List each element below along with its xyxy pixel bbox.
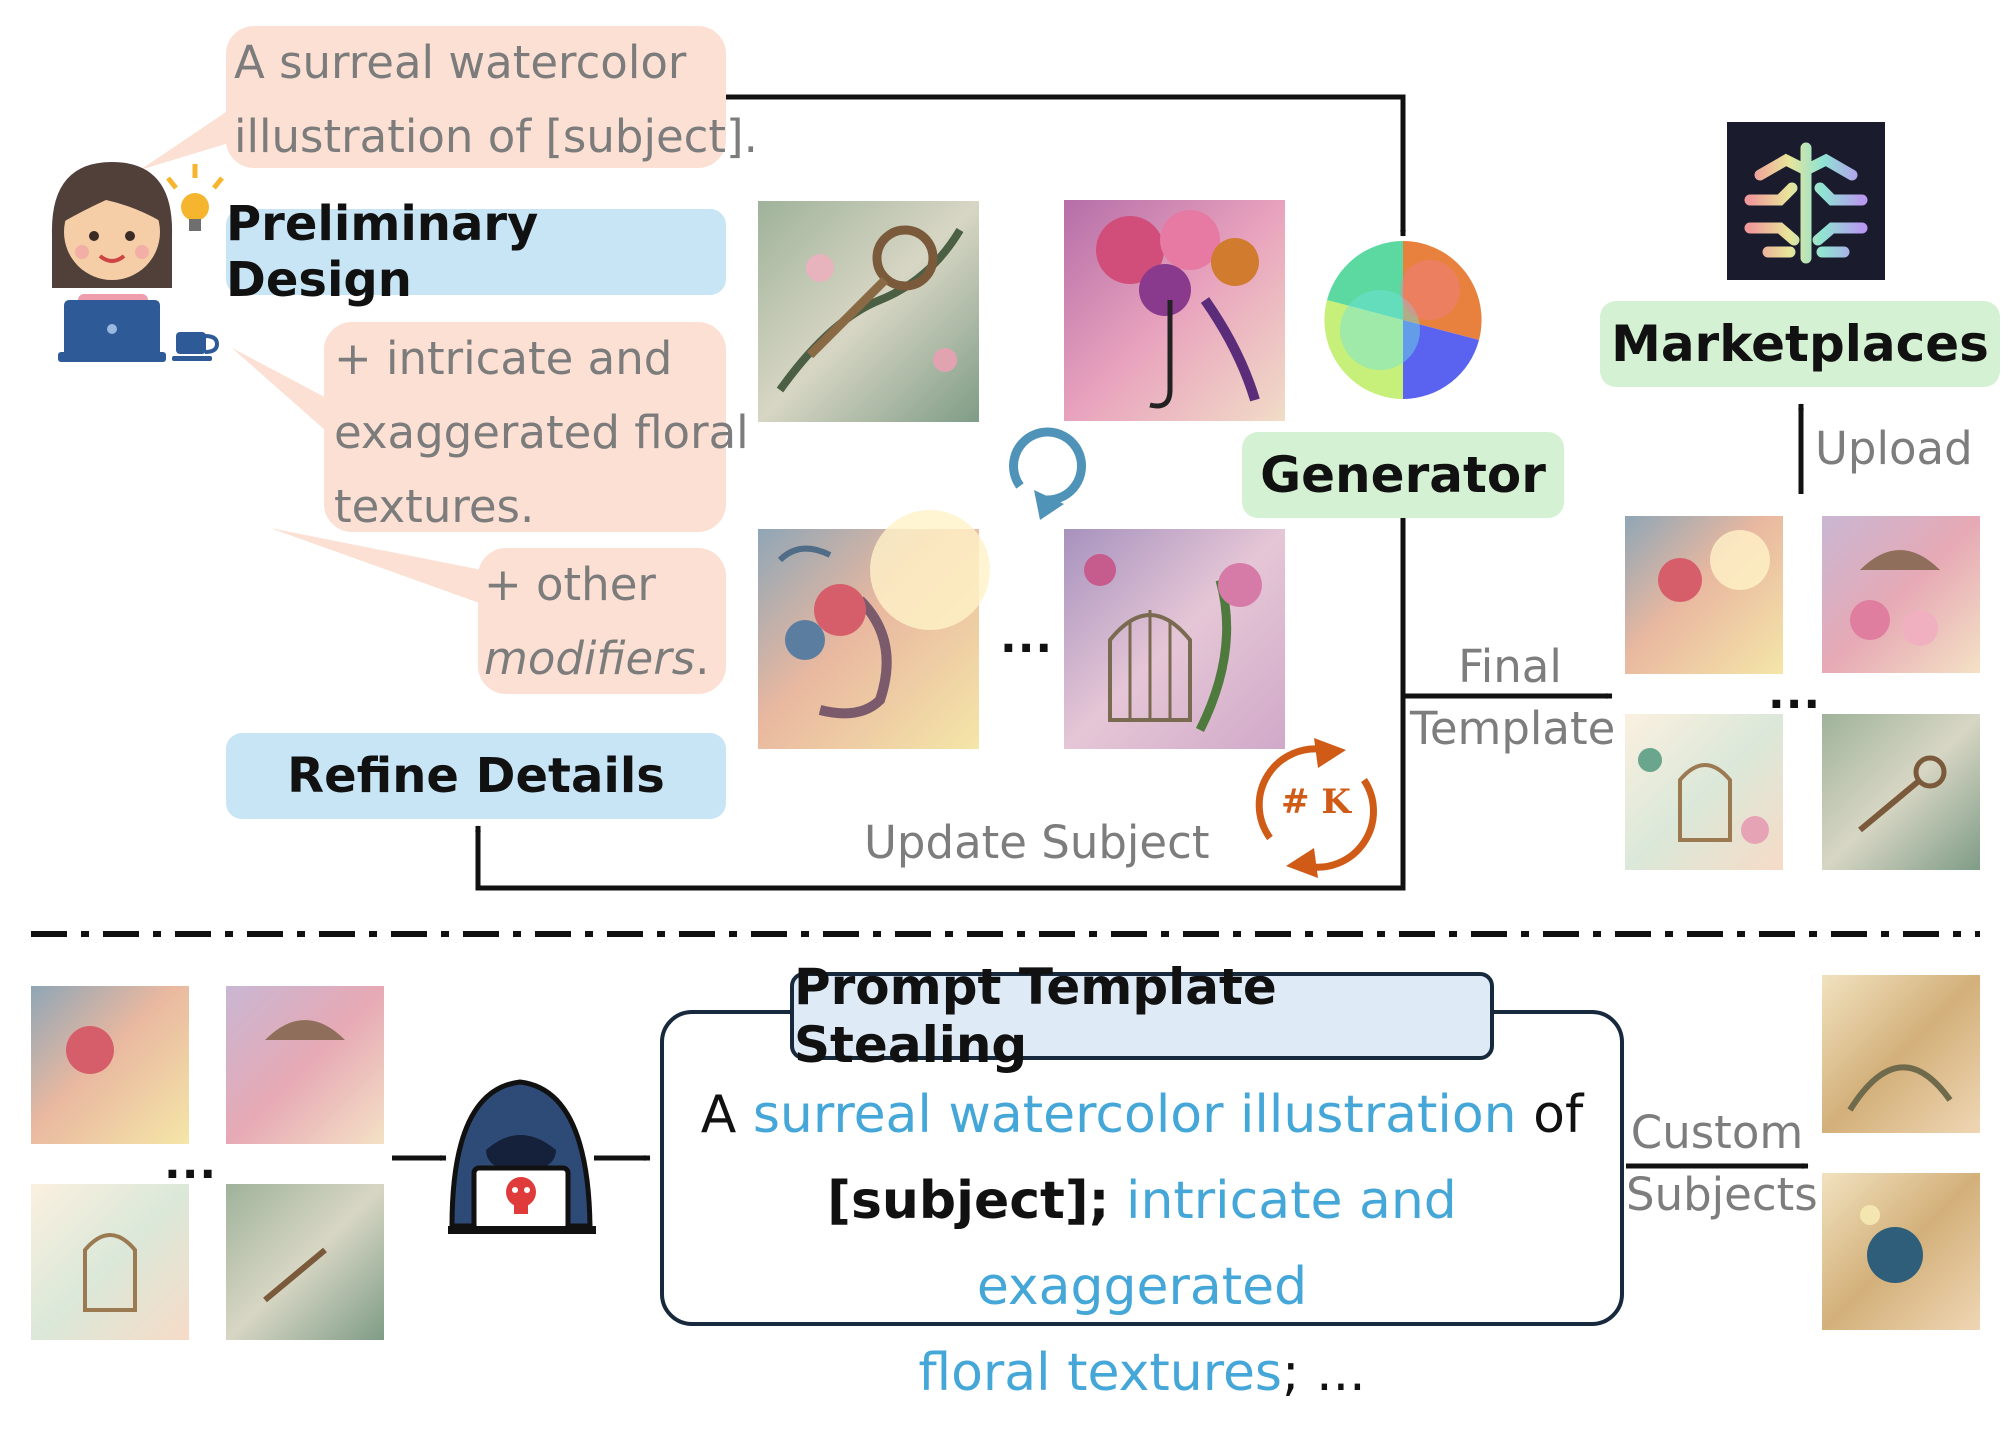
update-subject-label: Update Subject [864,816,1210,869]
refine-details-box: Refine Details [226,733,726,819]
generator-label: Generator [1260,446,1546,504]
modifier-bubble-line-2: exaggerated floral [334,406,749,459]
artwork-birdcage-image [1064,529,1285,749]
market-key-image [1822,714,1980,870]
preliminary-design-box: Preliminary Design [226,196,726,308]
line2-subject: [subject]; [827,1171,1110,1231]
artwork-umbrella-image [1064,200,1285,421]
market-birdcage-image [1625,714,1783,870]
stolen-template-line-3: floral textures; ... [664,1330,1620,1416]
stolen-woman-image [31,986,189,1144]
marketplace-logo-icon [1727,122,1885,280]
stealing-box [660,1010,1624,1326]
marketplaces-box: Marketplaces [1600,301,2000,387]
upload-label: Upload [1815,422,1973,475]
lightbulb-icon [166,164,224,231]
artwork-key-image [758,201,979,422]
line3-tail: ; ... [1282,1343,1366,1403]
designer-ellipsis: ... [1000,612,1054,663]
final-template-line-2: Template [1410,702,1616,755]
stealing-title-box: Prompt Template Stealing [790,958,1494,1074]
prompt-bubble-line-2: illustration of [subject]. [234,110,758,163]
other-bubble-period: . [695,632,710,685]
modifier-bubble-line-3: textures. [334,480,535,533]
stolen-key-image [226,1184,384,1340]
refine-details-label: Refine Details [287,748,665,804]
refresh-icon [1009,427,1086,520]
stolen-template-line-1: A surreal watercolor illustration of [664,1072,1620,1158]
stolen-ellipsis: ... [164,1138,218,1189]
other-bubble-line-2: modifiers. [484,622,720,696]
stolen-birdcage-image [31,1184,189,1340]
attacker-icon [448,1079,596,1234]
line1-highlight: surreal watercolor illustration [752,1085,1517,1145]
market-umbrella-image [1822,516,1980,673]
line1-plain: A [700,1085,753,1145]
prompt-bubble: A surreal watercolor illustration of [su… [226,26,758,168]
line2-highlight: intricate and exaggerated [976,1171,1457,1317]
marketplaces-label: Marketplaces [1611,315,1989,373]
custom-subjects-line-1: Custom [1630,1106,1804,1159]
market-woman-image [1625,516,1783,674]
loop-k-icon [1255,738,1377,878]
other-bubble-italic: modifiers [484,632,696,685]
preliminary-design-label: Preliminary Design [226,196,539,308]
modifier-bubble-line-1: + intricate and [334,332,673,385]
other-modifiers-bubble: + other modifiers. [478,548,726,694]
stealing-title: Prompt Template Stealing [794,958,1277,1074]
artwork-woman-image [758,510,990,749]
prompt-bubble-line-1: A surreal watercolor [234,36,687,89]
other-bubble-line-1: + other [484,558,656,611]
custom-subjects-line-2: Subjects [1626,1168,1818,1221]
stolen-template-text: A surreal watercolor illustration of [su… [664,1072,1620,1416]
designer-icon [51,162,220,362]
custom-output-2-image [1822,1173,1980,1330]
modifier-bubble: + intricate and exaggerated floral textu… [324,322,749,533]
final-template-label: Final Template [1410,636,1616,760]
final-template-line-1: Final [1458,640,1562,693]
custom-subjects-label: Custom Subjects [1626,1102,1818,1226]
line1-tail: of [1516,1085,1584,1145]
generator-wheel-icon [1324,241,1482,399]
loop-k-label: # K [1281,782,1351,822]
marketplace-ellipsis: ... [1768,668,1822,719]
stolen-umbrella-image [226,986,384,1144]
stolen-template-line-2: [subject]; intricate and exaggerated [664,1158,1620,1330]
generator-box: Generator [1242,432,1564,518]
line3-highlight: floral textures [918,1343,1283,1403]
custom-output-1-image [1822,975,1980,1133]
